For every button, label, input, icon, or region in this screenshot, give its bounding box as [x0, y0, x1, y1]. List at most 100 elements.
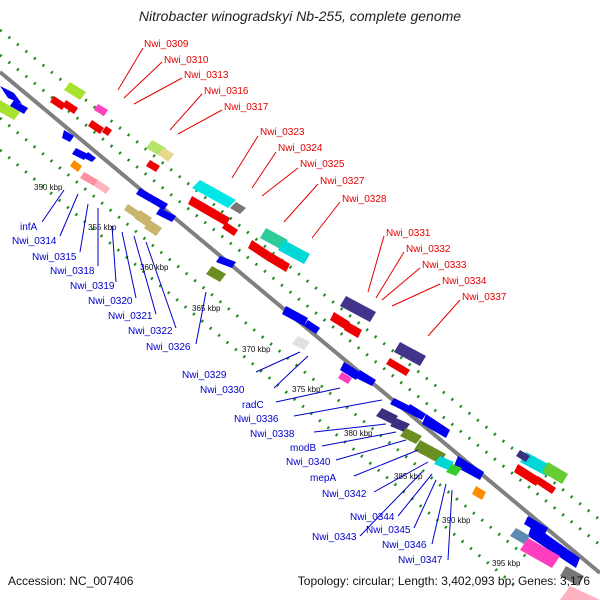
- gene-label[interactable]: Nwi_0326: [146, 342, 191, 353]
- gene[interactable]: [528, 524, 580, 568]
- gene-label[interactable]: Nwi_0333: [422, 260, 467, 271]
- feature-block[interactable]: [192, 180, 236, 208]
- gene-label[interactable]: Nwi_0329: [182, 370, 227, 381]
- feature-block[interactable]: [64, 82, 86, 100]
- gene[interactable]: [390, 398, 410, 412]
- gene-label[interactable]: Nwi_0336: [234, 414, 279, 425]
- gene[interactable]: [266, 252, 290, 272]
- feature-block[interactable]: [376, 408, 398, 424]
- feature-block[interactable]: [446, 464, 462, 476]
- feature-block[interactable]: [94, 180, 110, 194]
- gene[interactable]: [406, 404, 426, 420]
- gene-label[interactable]: Nwi_0342: [322, 489, 367, 500]
- gene-label[interactable]: Nwi_0314: [12, 236, 57, 247]
- feature-block[interactable]: [510, 528, 530, 544]
- feature-block[interactable]: [516, 450, 530, 462]
- feature-block[interactable]: [206, 266, 226, 282]
- feature-block[interactable]: [80, 172, 98, 186]
- gene[interactable]: [50, 96, 66, 110]
- feature-block[interactable]: [390, 418, 410, 432]
- gene[interactable]: [146, 160, 160, 172]
- gene-label[interactable]: Nwi_0324: [278, 143, 323, 154]
- feature-block[interactable]: [542, 462, 568, 484]
- gene-label[interactable]: Nwi_0343: [312, 532, 357, 543]
- feature-block[interactable]: [70, 160, 82, 172]
- gene-label[interactable]: Nwi_0331: [386, 228, 431, 239]
- feature-block[interactable]: [560, 586, 600, 600]
- gene[interactable]: [84, 152, 96, 162]
- gene-label[interactable]: Nwi_0320: [88, 296, 133, 307]
- gene-label[interactable]: Nwi_0338: [250, 429, 295, 440]
- gene-label[interactable]: Nwi_0345: [366, 525, 411, 536]
- gene-label[interactable]: Nwi_0325: [300, 159, 345, 170]
- feature-block[interactable]: [400, 428, 422, 444]
- feature-block[interactable]: [260, 228, 288, 250]
- feature-block[interactable]: [278, 240, 310, 264]
- gene-label[interactable]: Nwi_0332: [406, 244, 451, 255]
- gene-label[interactable]: Nwi_0322: [128, 326, 173, 337]
- gene-label[interactable]: Nwi_0328: [342, 194, 387, 205]
- feature-block[interactable]: [394, 342, 426, 366]
- gene-label[interactable]: Nwi_0337: [462, 292, 507, 303]
- gene[interactable]: [356, 370, 376, 386]
- gene[interactable]: [344, 322, 362, 338]
- feature-block[interactable]: [520, 538, 560, 568]
- gene[interactable]: [386, 358, 410, 376]
- gene[interactable]: [102, 126, 112, 136]
- feature-block[interactable]: [230, 202, 246, 214]
- gene-label[interactable]: Nwi_0310: [164, 55, 209, 66]
- feature-block[interactable]: [560, 566, 584, 586]
- gene[interactable]: [62, 130, 74, 142]
- gene-label[interactable]: Nwi_0327: [320, 176, 365, 187]
- gene-label[interactable]: Nwi_0330: [200, 385, 245, 396]
- gene-label[interactable]: Nwi_0340: [286, 457, 331, 468]
- gene-label[interactable]: Nwi_0309: [144, 39, 189, 50]
- gene[interactable]: [0, 86, 22, 104]
- gene[interactable]: [88, 120, 104, 134]
- feature-block[interactable]: [134, 210, 152, 226]
- feature-block[interactable]: [94, 104, 108, 116]
- gene-label[interactable]: radC: [242, 400, 264, 411]
- gene[interactable]: [222, 222, 238, 236]
- gene[interactable]: [150, 196, 168, 210]
- feature-block[interactable]: [124, 204, 140, 218]
- feature-block[interactable]: [414, 440, 446, 464]
- feature-block[interactable]: [338, 372, 352, 384]
- feature-block[interactable]: [434, 456, 454, 470]
- gene-label[interactable]: Nwi_0313: [184, 70, 229, 81]
- gene-label[interactable]: Nwi_0323: [260, 127, 305, 138]
- gene-label[interactable]: Nwi_0321: [108, 311, 153, 322]
- gene[interactable]: [524, 516, 548, 536]
- gene[interactable]: [340, 362, 360, 380]
- gene-label[interactable]: mepA: [310, 473, 336, 484]
- gene[interactable]: [10, 100, 28, 114]
- gene[interactable]: [282, 306, 308, 326]
- gene-label[interactable]: Nwi_0315: [32, 252, 77, 263]
- gene[interactable]: [156, 208, 176, 222]
- gene-label[interactable]: Nwi_0334: [442, 276, 487, 287]
- gene-label[interactable]: Nwi_0346: [382, 540, 427, 551]
- gene[interactable]: [62, 100, 78, 114]
- gene-label[interactable]: Nwi_0347: [398, 555, 443, 566]
- gene[interactable]: [216, 256, 236, 268]
- feature-block[interactable]: [472, 486, 486, 500]
- feature-block[interactable]: [158, 148, 174, 162]
- gene[interactable]: [514, 464, 540, 486]
- gene[interactable]: [188, 196, 230, 226]
- feature-block[interactable]: [292, 336, 310, 350]
- gene-label[interactable]: infA: [20, 222, 38, 233]
- gene-label[interactable]: Nwi_0316: [204, 86, 249, 97]
- gene[interactable]: [454, 456, 484, 480]
- feature-block[interactable]: [0, 100, 20, 120]
- gene[interactable]: [330, 312, 350, 330]
- gene[interactable]: [248, 240, 270, 260]
- gene[interactable]: [534, 476, 556, 494]
- gene-label[interactable]: Nwi_0317: [224, 102, 269, 113]
- feature-block[interactable]: [144, 220, 162, 236]
- feature-block[interactable]: [340, 296, 376, 322]
- gene-label[interactable]: Nwi_0344: [350, 512, 395, 523]
- gene-label[interactable]: modB: [290, 443, 316, 454]
- gene[interactable]: [422, 414, 450, 438]
- gene-label[interactable]: Nwi_0319: [70, 281, 115, 292]
- gene[interactable]: [72, 148, 88, 160]
